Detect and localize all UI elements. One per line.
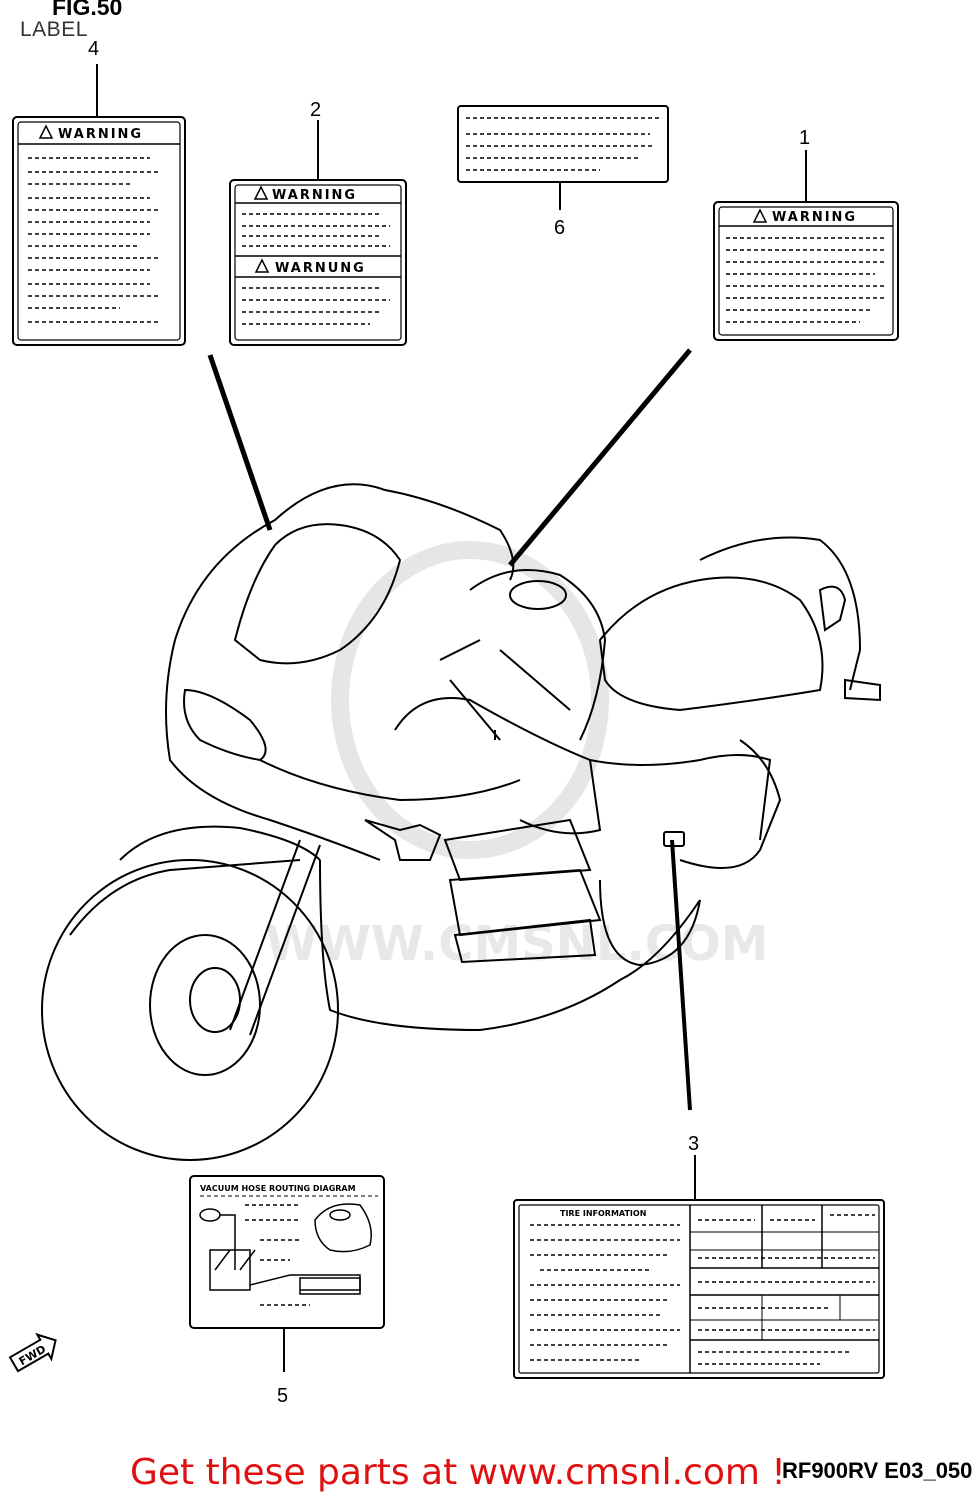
leader-to-fairing (207, 354, 273, 531)
motorcycle-outline (41, 483, 881, 1161)
label-5 (189, 1175, 385, 1329)
promo-link[interactable]: Get these parts at www.cmsnl.com ! (130, 1452, 786, 1493)
watermark: WWW.CMSNL.COM (265, 541, 769, 972)
diagram-reference: RF900RV E03_050 (782, 1458, 973, 1483)
label-1 (713, 201, 899, 341)
label-4 (12, 116, 186, 346)
callout-1: 1 (799, 127, 811, 149)
label-2-warning-text: WARNING (272, 188, 357, 203)
callout-3: 3 (688, 1133, 700, 1155)
label-3-title-text: TIRE INFORMATION (560, 1209, 646, 1218)
callout-5: 5 (277, 1385, 289, 1407)
label-2 (229, 179, 407, 346)
label-5-title-text: VACUUM HOSE ROUTING DIAGRAM (200, 1184, 356, 1193)
label-6 (457, 105, 669, 183)
watermark-text: WWW.CMSNL.COM (265, 916, 769, 972)
fwd-arrow-icon: FWD (8, 1332, 57, 1373)
figure-number: FIG.50 (52, 0, 123, 20)
label-3 (513, 1199, 885, 1379)
leader-to-tank (508, 348, 692, 567)
callout-2: 2 (310, 99, 322, 121)
label-1-warning-text: WARNING (772, 210, 857, 225)
leader-to-frame (670, 839, 692, 1111)
label-2-warnung-text: WARNUNG (275, 261, 366, 276)
figure-title: LABEL (20, 18, 88, 41)
callout-4: 4 (88, 38, 100, 60)
callout-6: 6 (554, 217, 566, 239)
label-4-warning-text: WARNING (58, 127, 143, 142)
